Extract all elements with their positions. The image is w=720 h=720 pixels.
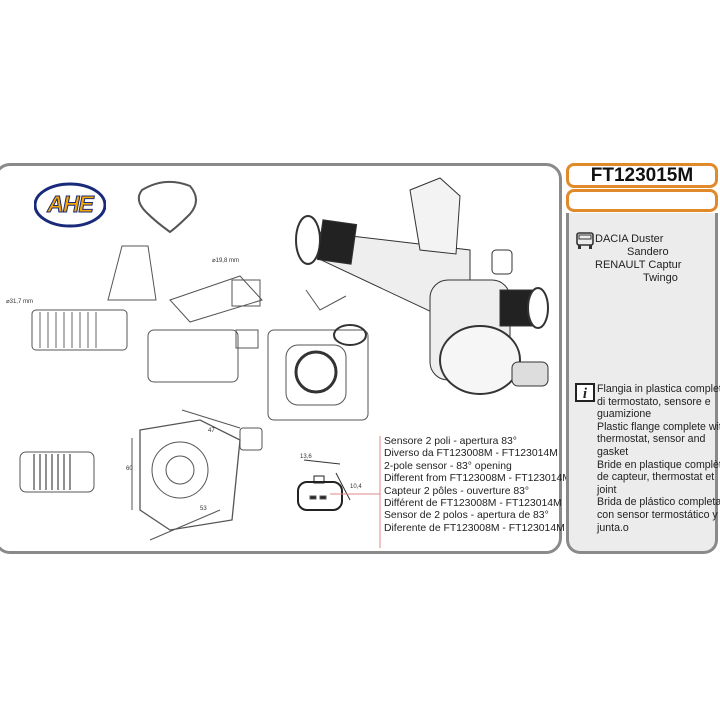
product-code: FT123015M <box>566 163 718 188</box>
vehicle-list: DACIA Duster Sandero RENAULT Captur Twin… <box>595 233 681 285</box>
desc-line: thermostat, sensor and <box>597 433 706 446</box>
note-line: Sensore 2 poli - apertura 83° <box>384 436 517 447</box>
desc-line: Plastic flange complete with <box>597 420 720 433</box>
vehicle-line: RENAULT Captur <box>595 259 682 271</box>
note-line: Sensor de 2 polos - apertura de 83° <box>384 510 549 522</box>
side-view-drawing <box>31 245 263 383</box>
vehicle-line: DACIA Duster <box>595 233 664 245</box>
desc-line: Bride en plastique complète <box>597 458 720 471</box>
vehicle-line: Twingo <box>643 272 678 284</box>
desc-line: di termostato, sensore e <box>597 395 711 408</box>
note-line: Different from FT123008M - FT123014M <box>384 473 571 485</box>
desc-line: joint <box>597 483 617 496</box>
desc-line: guamizione <box>597 408 652 421</box>
note-line: Diferente de FT123008M - FT123014M <box>384 522 565 534</box>
dim-13-6: 13,6 <box>300 454 312 460</box>
product-subtitle-box <box>566 189 718 212</box>
svg-text:i: i <box>583 386 588 402</box>
front-view-drawing <box>267 289 369 421</box>
dim-47: 47 <box>208 428 215 434</box>
desc-line: de capteur, thermostat et <box>597 471 715 484</box>
info-icon: i <box>575 383 595 402</box>
dim-53: 53 <box>200 506 207 512</box>
note-line: Différent de FT123008M - FT123014M <box>384 498 562 510</box>
dim-10-4: 10,4 <box>350 484 362 490</box>
truck-icon <box>576 232 594 249</box>
ahe-logo <box>34 182 106 228</box>
vehicle-line: Sandero <box>627 246 669 258</box>
logo-text: AHE <box>47 191 95 218</box>
gasket-drawing <box>137 180 197 234</box>
desc-line: con sensor termostático y <box>597 508 718 521</box>
dim-diameter-1: ⌀19,8 mm <box>212 258 239 264</box>
product-render <box>295 177 549 395</box>
connector-drawing <box>297 436 381 548</box>
note-line: 2-pole sensor - 83° opening <box>384 460 512 472</box>
desc-line: Flangia in plastica completa <box>597 383 720 395</box>
sensor-notes: Sensore 2 poli - apertura 83° Diverso da… <box>384 436 571 535</box>
dim-60: 60 <box>126 466 133 472</box>
desc-line: Brida de plástico completa <box>597 496 720 509</box>
product-description: Flangia in plastica completa di termosta… <box>597 383 720 534</box>
desc-line: gasket <box>597 445 629 458</box>
dim-diameter-2: ⌀31,7 mm <box>6 299 33 305</box>
note-line: Capteur 2 pôles - ouverture 83° <box>384 485 530 497</box>
note-line: Diverso da FT123008M - FT123014M <box>384 448 558 460</box>
desc-line: junta.o <box>597 521 629 534</box>
bottom-view-drawing <box>19 409 263 541</box>
